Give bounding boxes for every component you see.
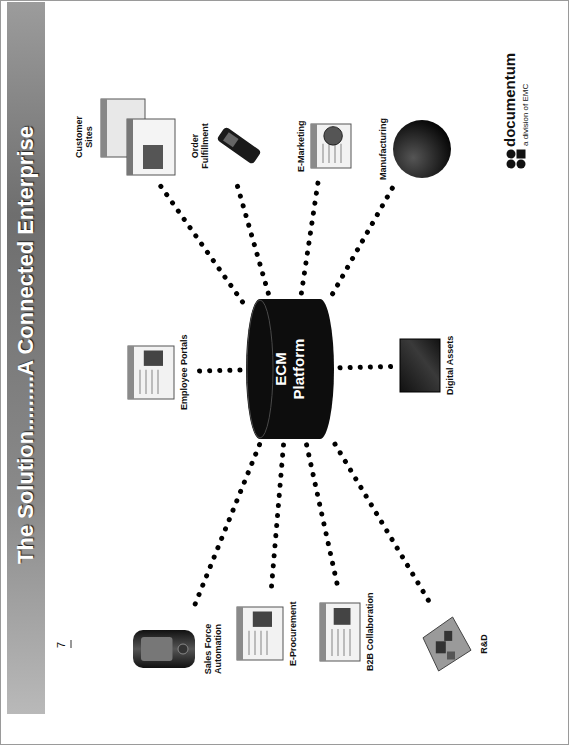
icon-holder — [99, 97, 179, 177]
dotted-connector — [307, 445, 338, 586]
platform-cylinder: ECM Platform — [246, 299, 334, 439]
system-node: Customer Sites — [73, 97, 179, 177]
system-node: E-Procurement — [236, 601, 299, 666]
slide-title: The Solution.........A Connected Enterpr… — [13, 126, 39, 564]
system-node: Employee Portals — [127, 334, 190, 410]
logo-mark — [507, 150, 526, 169]
screen-icon — [319, 602, 361, 662]
icon-holder — [236, 606, 284, 661]
node-label: Digital Assets — [444, 336, 456, 395]
icon-holder — [215, 124, 263, 169]
system-node: R&D — [419, 613, 490, 675]
dotted-connector — [335, 444, 433, 608]
system-node: Digital Assets — [399, 336, 456, 395]
dotted-connector — [192, 445, 260, 613]
node-label: E-Procurement — [287, 601, 299, 666]
icon-holder — [319, 602, 361, 662]
node-label: Employee Portals — [178, 334, 190, 410]
globe-icon — [392, 119, 452, 179]
phone-icon — [215, 124, 263, 169]
dotted-connector — [340, 366, 393, 367]
logo-tagline: a division of EMC — [521, 84, 530, 146]
dotted-connector — [333, 185, 394, 294]
dotted-connector — [301, 178, 318, 293]
dotted-connector — [271, 445, 284, 595]
screen-icon — [127, 345, 175, 400]
system-node: E-Marketing — [295, 120, 352, 172]
node-label: Manufacturing — [377, 118, 389, 180]
dotted-connector — [158, 182, 243, 302]
system-node: Sales Force Automation — [129, 618, 225, 680]
pda-icon — [129, 624, 199, 674]
node-label: Sales Force Automation — [202, 618, 225, 680]
title-band: The Solution.........A Connected Enterpr… — [7, 2, 45, 714]
page-rule — [71, 640, 72, 648]
dotted-connector — [196, 370, 240, 371]
node-label: R&D — [478, 634, 490, 654]
icon-holder — [399, 338, 441, 393]
node-label: E-Marketing — [295, 120, 307, 172]
node-label: Customer Sites — [73, 112, 96, 162]
system-node: Order Fulfillment — [189, 121, 263, 171]
screen-icon — [236, 606, 284, 661]
node-label: Order Fulfillment — [189, 121, 212, 171]
node-label: B2B Collaboration — [364, 592, 376, 671]
icon-holder — [129, 624, 199, 674]
logo-wordmark: documentum — [501, 53, 518, 147]
system-node: B2B Collaboration — [319, 592, 376, 671]
platform-label: ECM Platform — [272, 329, 308, 409]
icon-holder — [127, 345, 175, 400]
dotted-connector — [235, 177, 268, 293]
sites-icon — [99, 97, 179, 177]
system-node: Manufacturing — [377, 118, 452, 180]
icon-holder — [392, 119, 452, 179]
icon-holder — [310, 123, 352, 169]
screen2-icon — [310, 123, 352, 169]
icon-holder — [419, 613, 475, 675]
page-number: 7 — [55, 642, 67, 648]
board-icon — [419, 613, 475, 675]
platform-text-box: ECM Platform — [246, 299, 334, 439]
dark-icon — [399, 338, 441, 393]
